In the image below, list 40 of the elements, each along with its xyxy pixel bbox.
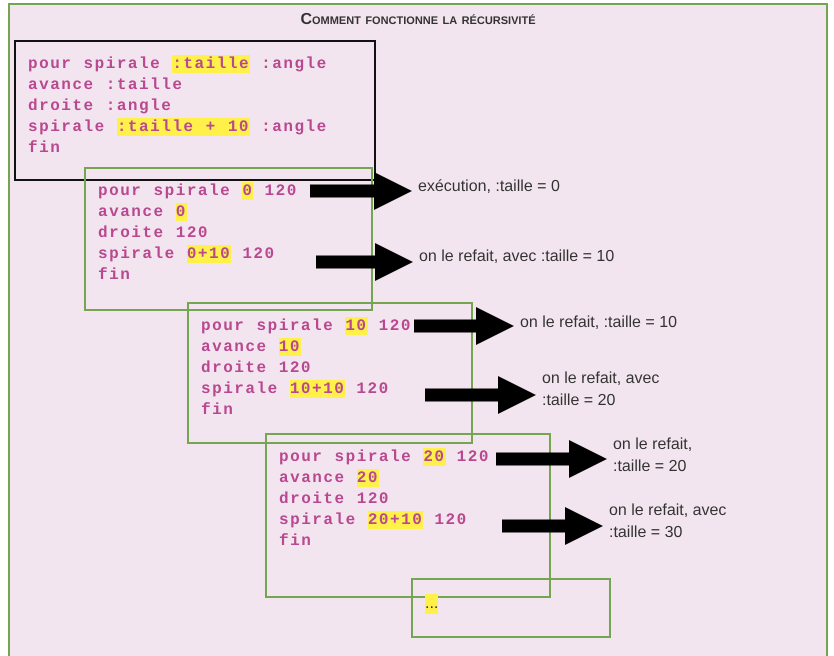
arrow [496, 440, 607, 478]
code-line: droite 120 [279, 489, 390, 510]
annotation-text: on le refait, :taille = 10 [520, 312, 780, 336]
code-line: fin [28, 138, 62, 159]
annotation-text: on le refait, :taille = 20 [613, 434, 718, 480]
arrow [502, 507, 603, 545]
code-line: pour spirale :taille :angle [28, 54, 328, 75]
code-line: avance 10 [201, 337, 301, 358]
code-line: spirale 20+10 120 [279, 510, 468, 531]
code-line: avance 0 [98, 202, 187, 223]
arrow [414, 307, 514, 345]
title: Comment fonctionne la récursivité [299, 11, 537, 29]
annotation-text: on le refait, avec :taille = 20 [542, 368, 682, 414]
code-line: spirale 0+10 120 [98, 244, 276, 265]
code-line: fin [98, 265, 132, 286]
code-line: droite :angle [28, 96, 172, 117]
ellipsis-text: ... [425, 594, 438, 614]
code-line: spirale 10+10 120 [201, 379, 390, 400]
code-line: spirale :taille + 10 :angle [28, 117, 328, 138]
code-line: droite 120 [201, 358, 312, 379]
code-box [265, 433, 551, 598]
diagram-panel [8, 3, 828, 656]
code-line: pour spirale 20 120 [279, 447, 490, 468]
annotation-text: on le refait, avec :taille = 10 [419, 246, 719, 270]
code-line: droite 120 [98, 223, 210, 244]
code-line: avance :taille [28, 75, 184, 96]
arrow [310, 172, 412, 210]
arrow [316, 243, 413, 281]
code-line: pour spirale 0 120 [98, 181, 298, 202]
arrow [425, 376, 536, 414]
code-box [187, 302, 473, 444]
annotation-text: on le refait, avec :taille = 30 [609, 500, 749, 546]
code-box [84, 167, 373, 311]
code-box [411, 578, 611, 638]
annotation-text: exécution, :taille = 0 [418, 176, 678, 200]
code-line: avance 20 [279, 468, 379, 489]
code-line: fin [201, 400, 234, 421]
code-line: fin [279, 531, 312, 552]
code-box [14, 40, 376, 181]
code-line: pour spirale 10 120 [201, 316, 412, 337]
